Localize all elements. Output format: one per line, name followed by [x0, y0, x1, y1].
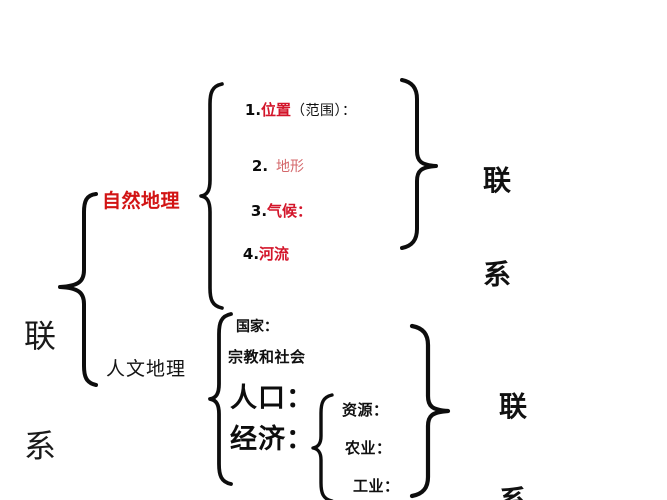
human-group-brace: [409, 323, 451, 499]
natural-item-2-number: 2.: [251, 156, 269, 175]
economy-subitem-agriculture: 农业：: [345, 439, 392, 457]
natural-item-3-number: 3.: [250, 201, 268, 220]
natural-item-4-number: 4.: [242, 244, 260, 263]
natural-group-brace: [400, 78, 438, 250]
link-label-top: 联 系: [466, 104, 528, 351]
link-label-top-line1: 联: [482, 163, 511, 197]
natural-item-1: 1.位置（范围）：: [224, 87, 357, 134]
link-label-bottom-line2: 系: [482, 483, 544, 500]
link-label-bottom: 联 系: [482, 330, 544, 500]
human-item-country: 国家：: [236, 319, 278, 335]
link-label-top-line2: 系: [482, 257, 511, 291]
human-item-economy: 经济：: [230, 424, 314, 455]
link-label-bottom-line1: 联: [498, 389, 527, 423]
natural-item-1-term: 位置: [261, 100, 292, 119]
root-label-line1: 联: [23, 317, 56, 356]
natural-item-1-suffix: （范围）：: [291, 102, 357, 119]
natural-item-4: 4.河流: [222, 231, 289, 278]
natural-item-4-term: 河流: [259, 244, 290, 263]
natural-item-2-term: 地形: [276, 158, 305, 175]
economy-subitem-resources: 资源：: [342, 401, 389, 419]
natural-item-3-term: 气候：: [267, 201, 313, 220]
branch-label-human-geography: 人文地理: [106, 358, 187, 380]
branch-label-natural-geography: 自然地理: [102, 190, 181, 212]
human-item-population: 人口：: [230, 383, 314, 414]
natural-item-3: 3.气候：: [230, 188, 312, 235]
natural-item-2: 2. 地形: [231, 143, 304, 190]
root-label-lianxi: 联 系: [10, 248, 70, 500]
human-item-religion-society: 宗教和社会: [228, 348, 306, 366]
economy-subitem-industry: 工业：: [353, 477, 400, 495]
root-label-line2: 系: [23, 426, 56, 465]
natural-item-1-number: 1.: [244, 100, 262, 119]
